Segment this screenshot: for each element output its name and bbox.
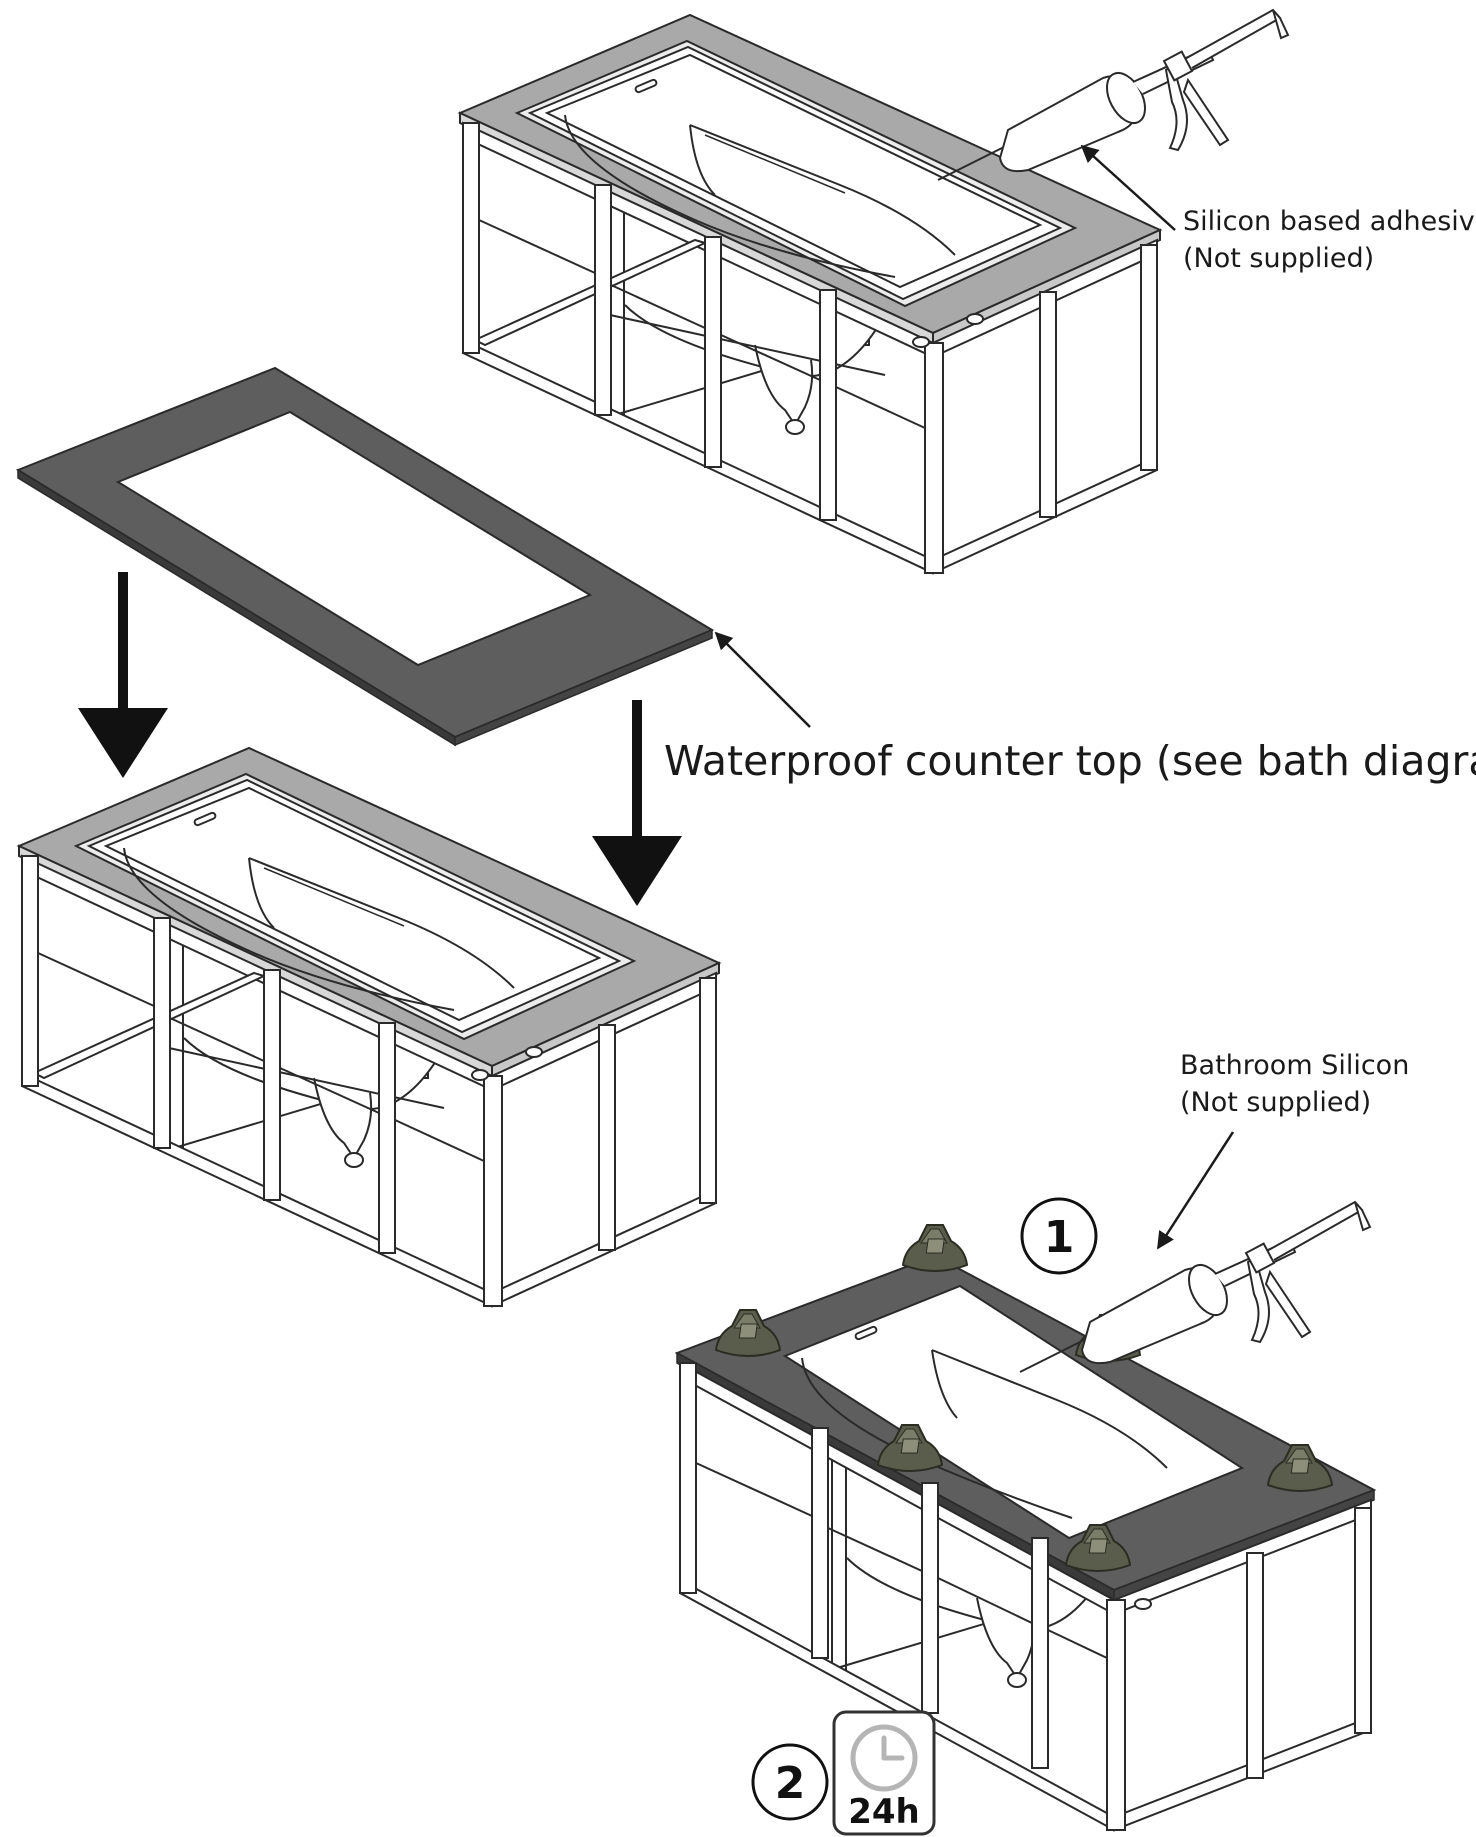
middle-tub-assembly <box>18 747 720 1307</box>
countertop-pointer-arrow <box>714 631 811 728</box>
bathroom-silicon-line2: (Not supplied) <box>1180 1087 1372 1118</box>
silicon-adhesive-line2: (Not supplied) <box>1183 243 1375 274</box>
svg-text:1: 1 <box>1044 1212 1075 1263</box>
silicon-adhesive-line1: Silicon based adhesive <box>1183 206 1476 237</box>
silicon-pointer-arrow <box>1156 1131 1235 1250</box>
step-2-badge: 2 <box>751 1743 829 1821</box>
timer-label: 24h <box>848 1792 920 1832</box>
bathroom-silicon-label: Bathroom Silicon (Not supplied) <box>1180 1047 1409 1121</box>
down-arrow-right <box>592 700 682 906</box>
countertop-slab <box>15 366 715 747</box>
clock-icon <box>850 1724 918 1792</box>
countertop-label: Waterproof counter top (see bath diagram… <box>664 737 1476 785</box>
adhesive-caulk-gun <box>937 9 1289 181</box>
timer-box: 24h <box>832 1710 936 1836</box>
svg-text:2: 2 <box>775 1758 806 1809</box>
top-tub-assembly <box>459 14 1161 574</box>
bathroom-silicon-line1: Bathroom Silicon <box>1180 1050 1410 1081</box>
silicon-adhesive-label: Silicon based adhesive (Not supplied) <box>1183 203 1476 277</box>
weight-1 <box>902 1224 968 1272</box>
adhesive-pointer-arrow <box>1080 144 1176 231</box>
step-1-badge: 1 <box>1020 1197 1098 1275</box>
down-arrow-left <box>78 572 168 778</box>
bottom-tub-assembly <box>674 1254 1377 1832</box>
